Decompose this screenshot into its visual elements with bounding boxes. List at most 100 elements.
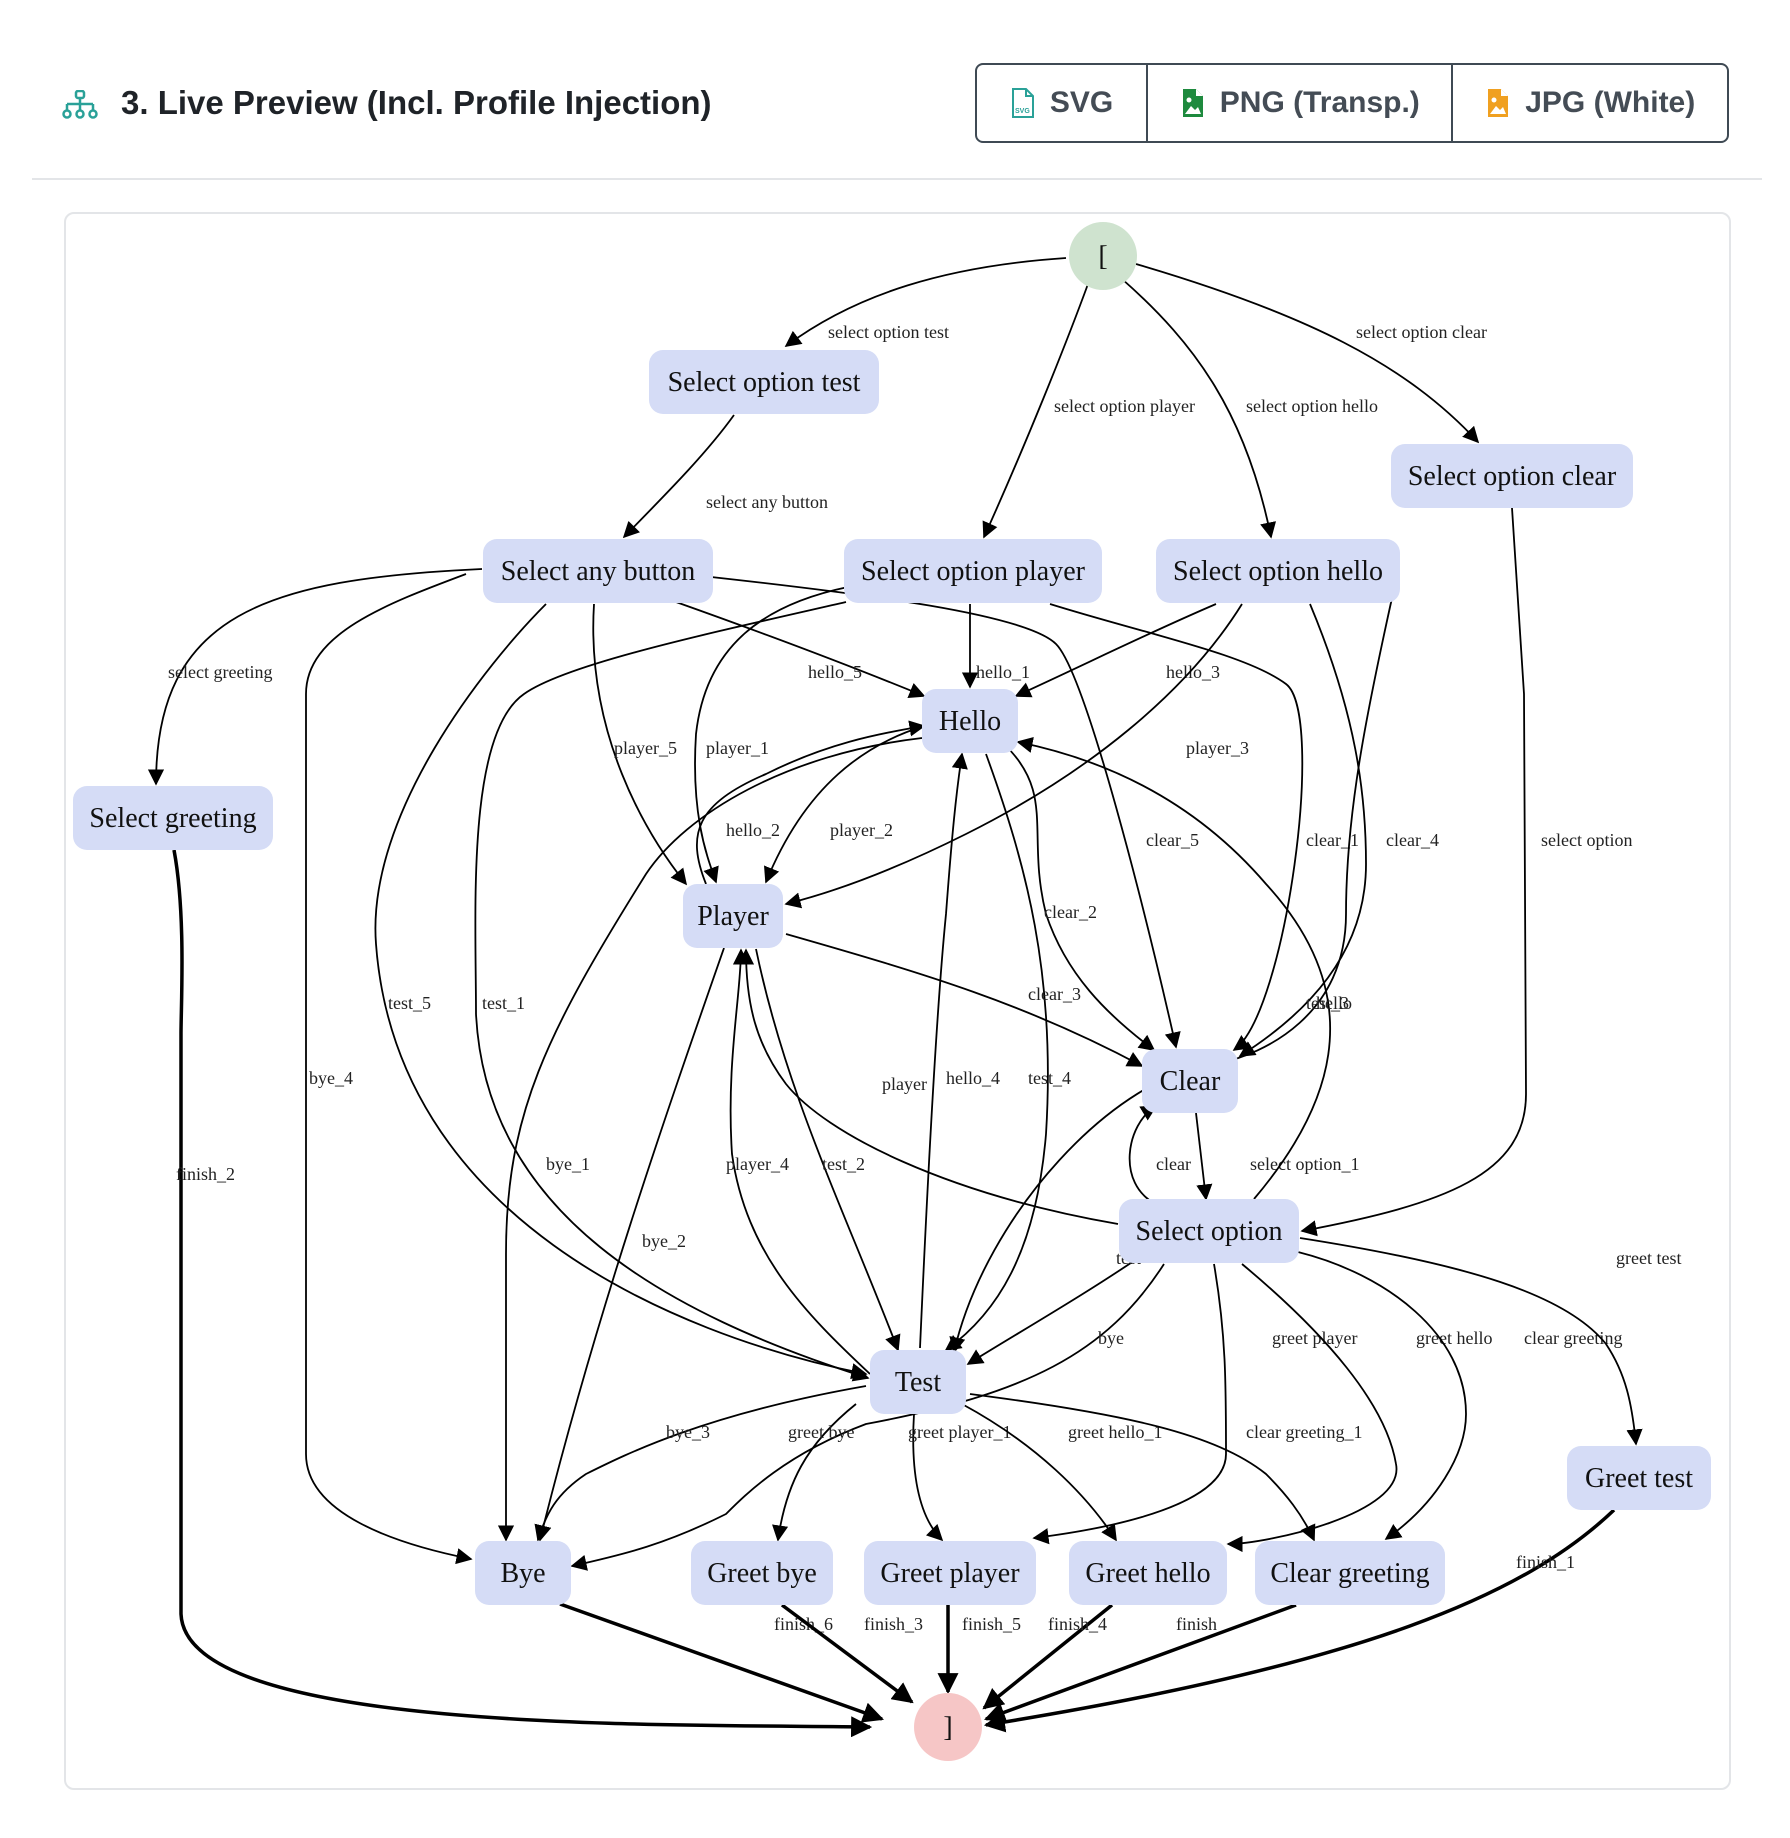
- edge-label: test_5: [388, 993, 431, 1013]
- edge-label: finish_6: [774, 1614, 833, 1634]
- node-label: Select option test: [668, 367, 861, 398]
- edge-label: clear greeting: [1524, 1328, 1622, 1348]
- edge-label: bye_4: [309, 1068, 353, 1088]
- edge-label: select any button: [706, 492, 828, 512]
- node-box: [1391, 444, 1633, 508]
- edge-label: select option clear: [1356, 322, 1487, 342]
- edge-player-to-clear: [785, 933, 1144, 1067]
- edge-test-to-cgreet: [969, 1393, 1316, 1542]
- edges-layer: select option test select option player se…: [147, 257, 1681, 1738]
- node-label: Select any button: [501, 556, 695, 587]
- node-clear: Clear: [1142, 1049, 1238, 1113]
- node-label: Select greeting: [89, 803, 256, 834]
- node-gplayer: Greet player: [864, 1541, 1036, 1605]
- node-box: [475, 1541, 571, 1605]
- edge-label: greet hello: [1416, 1328, 1492, 1348]
- node-box: [1255, 1541, 1445, 1605]
- edge-label: hello_1: [976, 662, 1030, 682]
- edge-player-to-hello: [696, 720, 926, 885]
- header-divider: [32, 178, 1762, 180]
- export-svg-label: SVG: [1049, 86, 1114, 119]
- edge-bye-to-end: [559, 1602, 884, 1723]
- edge-test-to-hello: [919, 752, 968, 1349]
- edge-label: select option test: [828, 322, 949, 342]
- edge-start-to-sot: [784, 257, 1067, 347]
- node-sop: Select option player: [844, 539, 1102, 603]
- edge-label: select option hello: [1246, 396, 1378, 416]
- node-label: Greet player: [880, 1558, 1020, 1589]
- image-file-icon: [1488, 89, 1509, 117]
- edge-label: select greeting: [168, 662, 272, 682]
- edge-hello-to-test: [944, 753, 1049, 1351]
- edge-soh-to-hello: [1014, 603, 1217, 698]
- node-box: [1069, 1541, 1227, 1605]
- edge-test-to-gbye: [772, 1403, 857, 1542]
- edge-label: bye_2: [642, 1231, 686, 1251]
- edge-so-to-ghello: [1226, 1263, 1398, 1553]
- node-so: Select option: [1119, 1199, 1299, 1263]
- export-button-group: SVG SVG PNG (Transp.) JPG (White): [975, 63, 1729, 143]
- node-box: [864, 1541, 1036, 1605]
- edge-test-to-ghello: [961, 1403, 1117, 1542]
- edge-so-to-cgreet: [1297, 1251, 1467, 1540]
- edge-sg-to-end: [172, 849, 873, 1738]
- node-sot: Select option test: [649, 350, 879, 414]
- preview-header: 3. Live Preview (Incl. Profile Injection…: [0, 0, 1790, 180]
- edge-soh-to-clear: [1238, 603, 1367, 1057]
- edge-test-to-bye: [534, 1385, 867, 1542]
- node-box: [922, 689, 1018, 753]
- edge-soh-to-player: [784, 603, 1243, 909]
- edge-label: bye: [1098, 1328, 1124, 1348]
- edge-label: hello_4: [946, 1068, 1000, 1088]
- edge-label: player: [882, 1074, 927, 1094]
- edge-hello-to-bye: [497, 737, 923, 1542]
- node-ghello: Greet hello: [1069, 1541, 1227, 1605]
- edge-label: test_1: [482, 993, 525, 1013]
- edge-gbye-to-end: [780, 1603, 914, 1704]
- edge-sop-to-clear: [1049, 603, 1304, 1051]
- edge-label: select option: [1541, 830, 1632, 850]
- edge-label: player_3: [1186, 738, 1249, 758]
- export-jpg-button[interactable]: JPG (White): [1451, 65, 1727, 141]
- edge-soh-to-test: [949, 579, 1397, 1354]
- node-box: [1567, 1446, 1711, 1510]
- edge-label: select option_1: [1250, 1154, 1359, 1174]
- node-bye: Bye: [475, 1541, 571, 1605]
- node-start: [: [1069, 222, 1137, 290]
- diagram-tree-icon: [62, 90, 98, 119]
- node-box: [844, 539, 1102, 603]
- edge-so-to-test: [966, 1253, 1145, 1365]
- edge-sab-to-clear: [701, 575, 1181, 1049]
- node-label: Select option hello: [1173, 556, 1383, 587]
- edge-so-to-gtest: [1299, 1237, 1643, 1446]
- start-node-circle: [1069, 222, 1137, 290]
- edge-label: test_2: [822, 1154, 865, 1174]
- node-box: [1142, 1049, 1238, 1113]
- edge-label: finish_5: [962, 1614, 1021, 1634]
- edge-soc-to-so: [1300, 507, 1527, 1237]
- node-end: ]: [914, 1693, 982, 1761]
- edge-label: clear_4: [1386, 830, 1439, 850]
- end-node-circle: [914, 1693, 982, 1761]
- edge-label: hello_5: [808, 662, 862, 682]
- edge-test-to-gplayer: [912, 1413, 944, 1542]
- svg-text:SVG: SVG: [1015, 108, 1030, 115]
- edge-label: player_5: [614, 738, 677, 758]
- node-player: Player: [683, 884, 783, 948]
- node-gbye: Greet bye: [691, 1541, 833, 1605]
- edge-label: clear_1: [1306, 830, 1359, 850]
- node-box: [483, 539, 713, 603]
- edge-label: greet bye: [788, 1422, 854, 1442]
- page-title: 3. Live Preview (Incl. Profile Injection…: [121, 84, 712, 121]
- export-svg-button[interactable]: SVG SVG: [977, 65, 1146, 141]
- export-png-label: PNG (Transp.): [1219, 86, 1420, 119]
- export-png-button[interactable]: PNG (Transp.): [1146, 65, 1451, 141]
- edge-sop-to-player: [694, 586, 849, 884]
- edge-gtest-to-end: [983, 1508, 1616, 1733]
- edge-label: bye_3: [666, 1422, 710, 1442]
- node-sg: Select greeting: [73, 786, 273, 850]
- edge-label: clear_2: [1044, 902, 1097, 922]
- preview-canvas: select option test select option player se…: [64, 212, 1731, 1790]
- edge-clear-to-so: [1195, 1112, 1213, 1201]
